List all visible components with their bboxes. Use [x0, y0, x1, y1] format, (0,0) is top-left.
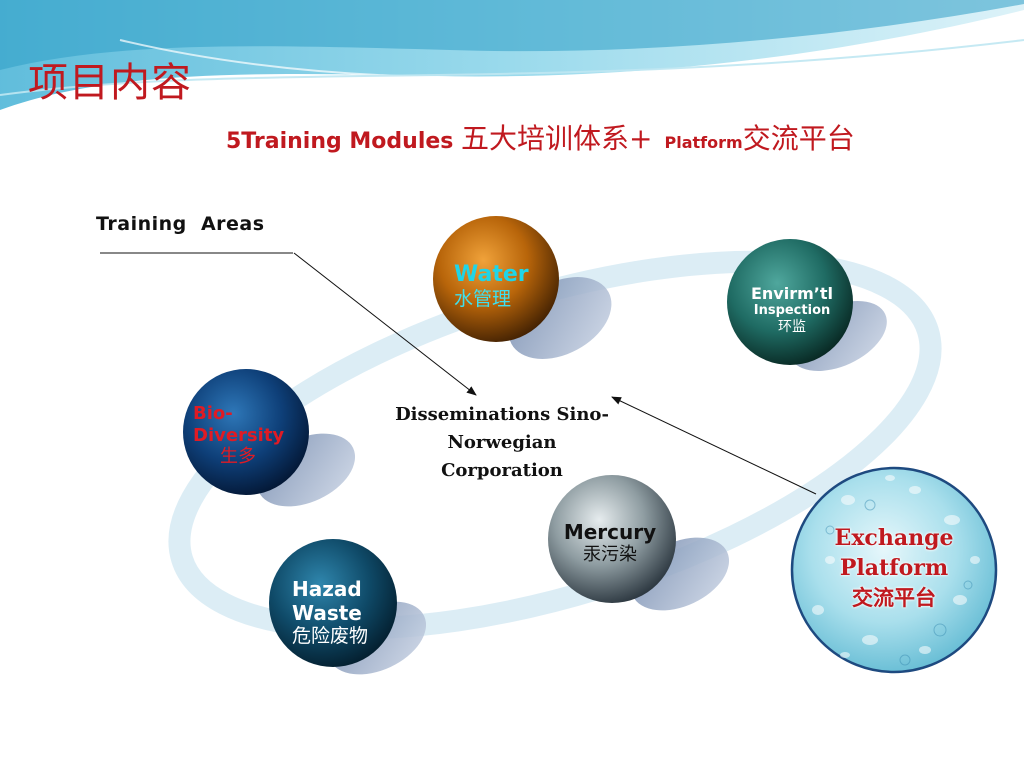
bio-label-en1: Bio-	[193, 403, 233, 424]
bio-label: Bio- Diversity 生多	[193, 403, 284, 468]
page-title: 项目内容	[28, 60, 192, 106]
subtitle-modules-cn: 五大培训体系+	[461, 122, 653, 155]
mercury-label-cn: 汞污染	[583, 544, 637, 565]
hazad-label: Hazad Waste 危险废物	[292, 577, 368, 648]
envirm-label-en: Envirm’tl	[750, 284, 833, 303]
exchange-label-en1: Exchange	[834, 525, 954, 551]
center-label: Disseminations Sino- Norwegian Corporati…	[384, 401, 620, 485]
envirm-label: Envirm’tl Inspection 环监	[733, 284, 851, 336]
envirm-label-en2: Inspection	[753, 303, 831, 319]
arrow-exchange-to-center	[611, 396, 817, 495]
exchange-label: Exchange Platform 交流平台	[810, 523, 978, 613]
envirm-label-cn: 环监	[778, 318, 806, 335]
training-areas-label: Training Areas	[96, 213, 265, 235]
envirm-inspection-orb[interactable]	[727, 239, 853, 365]
water-label-cn: 水管理	[454, 288, 512, 311]
hazad-label-en2: Waste	[292, 601, 362, 625]
subtitle-platform-en: Platform	[664, 133, 743, 152]
hazardous-waste-orb[interactable]	[269, 539, 397, 667]
subtitle-modules-en: 5Training Modules	[226, 129, 462, 154]
exchange-label-en2: Platform	[839, 555, 949, 581]
water-orb[interactable]	[433, 216, 559, 342]
water-label: Water 水管理	[454, 262, 529, 311]
biodiversity-orb[interactable]	[183, 369, 309, 495]
center-line-3: Corporation	[441, 460, 563, 481]
top-wave-decoration	[0, 0, 1024, 110]
bio-label-en2: Diversity	[193, 424, 285, 446]
exchange-label-cn: 交流平台	[852, 586, 936, 610]
hazad-label-cn: 危险废物	[292, 625, 369, 647]
page-subtitle: 5Training Modules 五大培训体系+ Platform交流平台	[226, 117, 855, 157]
center-line-2: Norwegian	[447, 432, 557, 453]
water-label-en: Water	[454, 262, 529, 287]
mercury-label-en: Mercury	[563, 520, 657, 544]
mercury-orb[interactable]	[548, 475, 676, 603]
center-line-1: Disseminations Sino-	[395, 404, 609, 425]
mercury-label: Mercury 汞污染	[556, 520, 664, 566]
bio-label-cn: 生多	[220, 446, 256, 468]
arrow-training-to-center	[293, 252, 477, 396]
exchange-platform-orb[interactable]	[790, 466, 998, 674]
subtitle-platform-cn: 交流平台	[742, 122, 855, 155]
hazad-label-en1: Hazad	[292, 577, 362, 601]
